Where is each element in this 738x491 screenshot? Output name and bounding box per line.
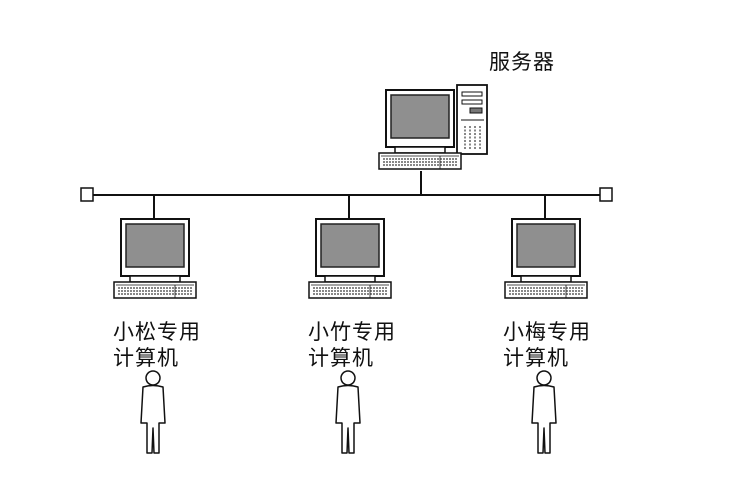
- desktop-computer-icon: [113, 218, 197, 299]
- person-icon: [335, 370, 361, 454]
- person-icon: [140, 370, 166, 454]
- desktop-computer-icon: [308, 218, 392, 299]
- client-label-line2: 计算机: [503, 346, 569, 370]
- desktop-computer-icon: [504, 218, 588, 299]
- client-label-line1: 小竹专用: [308, 320, 396, 344]
- terminator-icon: [80, 187, 94, 202]
- server-label: 服务器: [489, 50, 555, 74]
- person-icon: [531, 370, 557, 454]
- client-label-line1: 小梅专用: [503, 320, 591, 344]
- client-label-line1: 小松专用: [113, 320, 201, 344]
- terminator-icon: [599, 187, 613, 202]
- client-label-line2: 计算机: [113, 346, 179, 370]
- server-computer-icon: [378, 84, 488, 170]
- client-label-line2: 计算机: [308, 346, 374, 370]
